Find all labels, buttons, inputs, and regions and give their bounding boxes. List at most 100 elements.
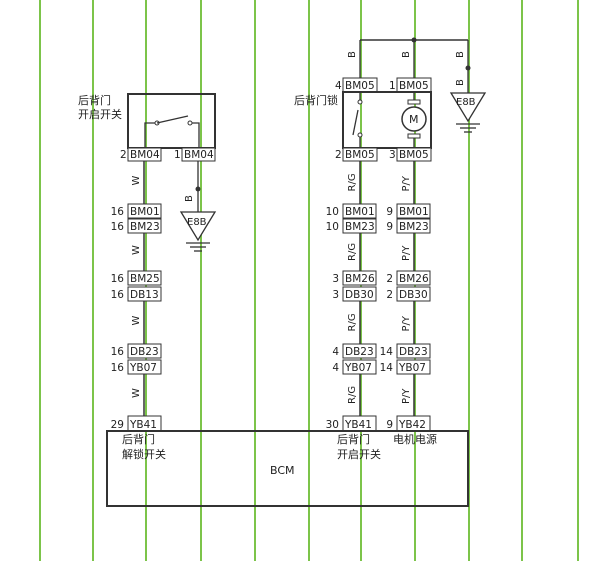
rear-door-open-switch: 后背门 开启开关 2 BM04 1 BM04	[78, 93, 216, 162]
pin-number: 2	[386, 289, 393, 301]
ground-e8b-right: E8B	[449, 92, 487, 133]
pin-number: 9	[386, 221, 393, 233]
connector-box	[127, 218, 162, 234]
switch-contact-dot2	[187, 120, 193, 126]
pin-number: 2	[386, 273, 393, 285]
left-switch-label-line2: 开启开关	[78, 107, 122, 121]
connector-label: YB42	[398, 419, 426, 431]
connector-box	[127, 286, 162, 302]
motor-icon	[401, 106, 427, 132]
ground-triangle	[449, 92, 487, 123]
pin-number: 10	[326, 206, 339, 218]
connector-box	[396, 286, 431, 302]
pin-number: 29	[111, 419, 124, 431]
connector-label: BM26	[345, 273, 375, 285]
connector-box	[342, 359, 377, 375]
connector-label: BM01	[345, 206, 375, 218]
pin-number: 30	[326, 419, 339, 431]
pin-number: 14	[380, 346, 394, 358]
rear-door-latch: 后背门锁 B B B B 4 BM05 1 BM05 M 2	[294, 37, 471, 162]
connector-box	[396, 270, 431, 286]
latch-switch-lever	[352, 109, 359, 136]
connector-label: BM01	[130, 206, 160, 218]
pin-number: 1	[174, 149, 181, 161]
connector-label: BM26	[399, 273, 429, 285]
pin-number: 9	[386, 419, 393, 431]
connector-label: BM04	[130, 149, 160, 161]
bcm-input-label-line2: 解锁开关	[122, 447, 166, 461]
motor-brush	[407, 133, 421, 139]
connector-label: YB07	[344, 362, 372, 374]
wire-color-label: B	[184, 195, 195, 202]
connector-box	[342, 286, 377, 302]
connector-label: BM05	[345, 149, 375, 161]
left-switch-box	[127, 93, 216, 149]
pin-number: 16	[111, 346, 125, 358]
connector-box	[396, 359, 431, 375]
connector-label: DB30	[345, 289, 374, 301]
splice-dot	[465, 65, 471, 71]
wire-color-label: B	[455, 51, 466, 58]
wire-color-label: R/G	[347, 313, 358, 331]
bcm-module: BCM	[106, 430, 469, 507]
pin-number: 4	[332, 346, 339, 358]
connector-label: BM01	[399, 206, 429, 218]
latch-label: 后背门锁	[294, 93, 338, 107]
latch-box	[342, 91, 432, 149]
ground-name: E8B	[187, 217, 207, 228]
connector-box	[127, 270, 162, 286]
connector-label: DB23	[130, 346, 159, 358]
connector-box	[127, 203, 162, 219]
pin-number: 1	[389, 80, 396, 92]
connector-label: BM23	[345, 221, 375, 233]
connector-box	[127, 359, 162, 375]
splice-dot	[411, 37, 417, 43]
left-switch-label-line1: 后背门	[78, 93, 111, 107]
pin-number: 16	[111, 273, 125, 285]
wire-color-label: B	[347, 51, 358, 58]
wire-color-label: P/Y	[401, 245, 412, 261]
pin-number: 16	[111, 221, 125, 233]
connector-box	[342, 203, 377, 219]
connector-label: BM04	[184, 149, 214, 161]
connector-label: DB13	[130, 289, 159, 301]
pin-number: 9	[386, 206, 393, 218]
connector-box	[396, 343, 431, 359]
latch-switch-dot	[357, 132, 363, 138]
wire-color-label: W	[131, 388, 142, 398]
pin-number: 10	[326, 221, 339, 233]
latch-switch-dot	[357, 99, 363, 105]
connector-label: BM05	[399, 149, 429, 161]
pin-number: 16	[111, 206, 125, 218]
bcm-box	[106, 430, 469, 507]
connector-box	[342, 270, 377, 286]
wire-color-label: W	[131, 176, 142, 186]
bcm-input-label-line1: 后背门	[122, 432, 155, 446]
pin-number: 3	[332, 273, 339, 285]
wire-color-label: R/G	[347, 173, 358, 191]
connector-label: DB30	[399, 289, 428, 301]
connector-label: BM23	[399, 221, 429, 233]
pin-number: 2	[335, 149, 342, 161]
connector-label: YB07	[129, 362, 157, 374]
wire-color-label: R/G	[347, 386, 358, 404]
bcm-label: BCM	[270, 464, 295, 477]
bcm-input-label-line1: 电机电源	[393, 432, 437, 446]
connector-label: DB23	[345, 346, 374, 358]
connector-label: BM25	[130, 273, 160, 285]
wire-color-label: P/Y	[401, 175, 412, 191]
bcm-input-label-line1: 后背门	[337, 432, 370, 446]
ground-name: E8B	[456, 97, 476, 108]
pin-number: 3	[389, 149, 396, 161]
wire-color-label: P/Y	[401, 388, 412, 404]
pin-number: 2	[120, 149, 127, 161]
pin-number: 3	[332, 289, 339, 301]
pin-number: 16	[111, 289, 125, 301]
connector-box	[342, 218, 377, 234]
switch-lever	[156, 115, 189, 124]
